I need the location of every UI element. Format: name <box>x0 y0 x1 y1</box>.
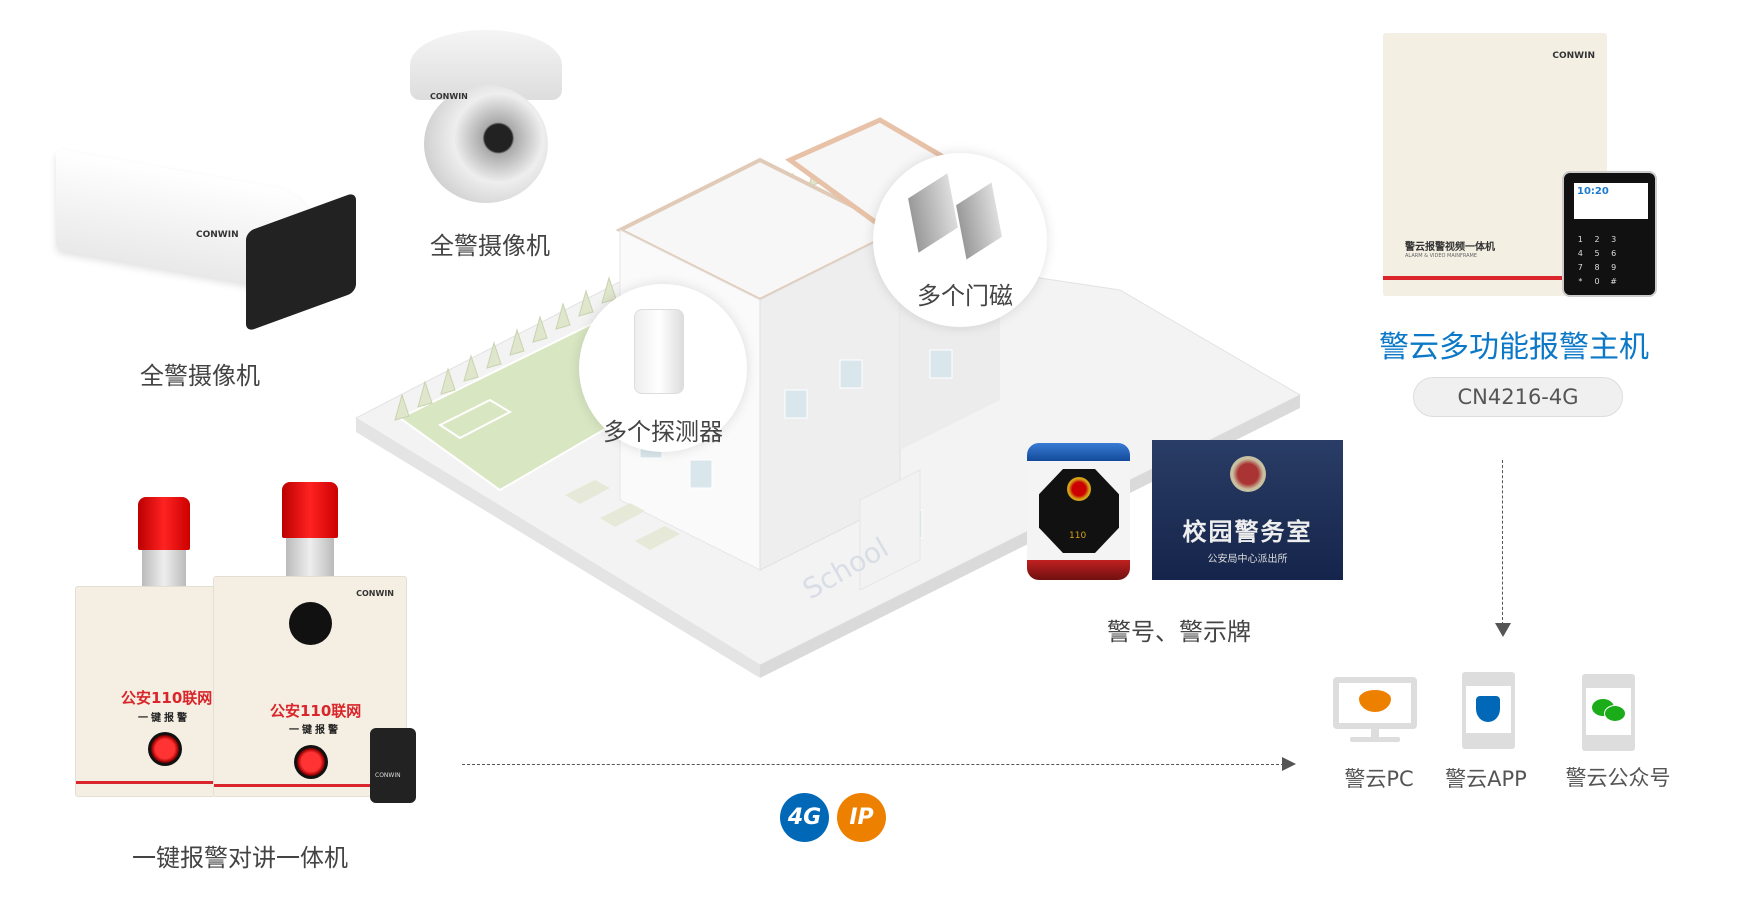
dashed-arrow-right <box>462 764 1284 765</box>
panel-title: 警云报警视频一体机 <box>1405 242 1495 253</box>
key: 2 <box>1594 235 1600 244</box>
badge-ip: IP <box>837 793 886 842</box>
remote-control: CONWIN <box>370 728 416 803</box>
siren-sign-label: 警号、警示牌 <box>1107 618 1251 646</box>
dome-camera-label: 全警摄像机 <box>430 232 550 260</box>
keypad-time: 10:20 <box>1577 186 1609 197</box>
dashed-arrow-down <box>1502 460 1503 625</box>
endpoint-label-app: 警云APP <box>1445 767 1527 791</box>
key: 6 <box>1611 249 1617 258</box>
key: 9 <box>1611 263 1617 272</box>
alarm-box: 公安110联网 一键报警 <box>75 586 215 797</box>
brand-logo: CONWIN <box>430 92 468 101</box>
police-emblem-icon <box>1067 477 1091 501</box>
endpoint-app <box>1462 672 1515 749</box>
key: 1 <box>1577 235 1583 244</box>
siren: 110 <box>1027 443 1130 580</box>
key: 0 <box>1594 277 1600 286</box>
warning-lamp <box>282 482 338 576</box>
sign-subtitle: 公安局中心派出所 <box>1207 554 1288 565</box>
police-cap-icon <box>1359 690 1391 712</box>
endpoint-pc <box>1333 677 1417 743</box>
alarm-button <box>148 732 182 766</box>
key: 4 <box>1577 249 1583 258</box>
endpoint-label-pc: 警云PC <box>1344 767 1414 791</box>
arrowhead-down-icon <box>1495 623 1511 637</box>
host-title: 警云多功能报警主机 <box>1379 330 1649 365</box>
box-subtitle: 一键报警 <box>289 725 341 736</box>
shield-icon <box>1476 696 1500 722</box>
arrowhead-right-icon <box>1282 757 1296 771</box>
key: 3 <box>1611 235 1617 244</box>
brand-logo: CONWIN <box>1552 51 1595 61</box>
brand-logo: CONWIN <box>356 589 394 598</box>
endpoint-wechat <box>1582 674 1635 751</box>
bullet-camera: CONWIN <box>56 149 362 333</box>
detector-bubble <box>579 284 747 452</box>
alarm-button <box>294 745 328 779</box>
key: # <box>1610 277 1617 286</box>
box-title: 公安110联网 <box>270 702 362 720</box>
sign-title: 校园警务室 <box>1182 518 1313 546</box>
box-title: 公安110联网 <box>121 689 213 707</box>
model-pill: CN4216-4G <box>1413 377 1623 417</box>
brand-logo: CONWIN <box>196 230 239 240</box>
warning-lamp <box>138 497 190 586</box>
siren-number: 110 <box>1069 531 1087 541</box>
door-magnet-bubble <box>873 153 1047 327</box>
door-magnet-label: 多个门磁 <box>917 282 1013 310</box>
key: 5 <box>1594 249 1600 258</box>
keypad: 10:20 1 2 3 4 5 6 7 8 9 * 0 # <box>1562 171 1657 297</box>
bullet-camera-label: 全警摄像机 <box>140 362 260 390</box>
panel-subtitle: ALARM & VIDEO MAINFRAME <box>1405 253 1478 259</box>
detector-label: 多个探测器 <box>603 418 723 446</box>
brand-logo: CONWIN <box>375 772 401 779</box>
dome-camera: CONWIN <box>410 30 562 205</box>
police-emblem-icon <box>1230 456 1266 492</box>
police-room-sign: 校园警务室 公安局中心派出所 <box>1152 440 1343 580</box>
endpoint-label-wechat: 警云公众号 <box>1565 766 1671 790</box>
door-magnet-icon <box>908 173 958 253</box>
key: 7 <box>1577 263 1583 272</box>
badge-4g: 4G <box>780 793 829 842</box>
alarm-box-label: 一键报警对讲一体机 <box>132 844 348 872</box>
camera-lens-icon <box>289 602 332 645</box>
pir-detector-icon <box>634 309 684 394</box>
key: 8 <box>1594 263 1600 272</box>
box-subtitle: 一键报警 <box>138 713 190 724</box>
key: * <box>1578 277 1583 286</box>
